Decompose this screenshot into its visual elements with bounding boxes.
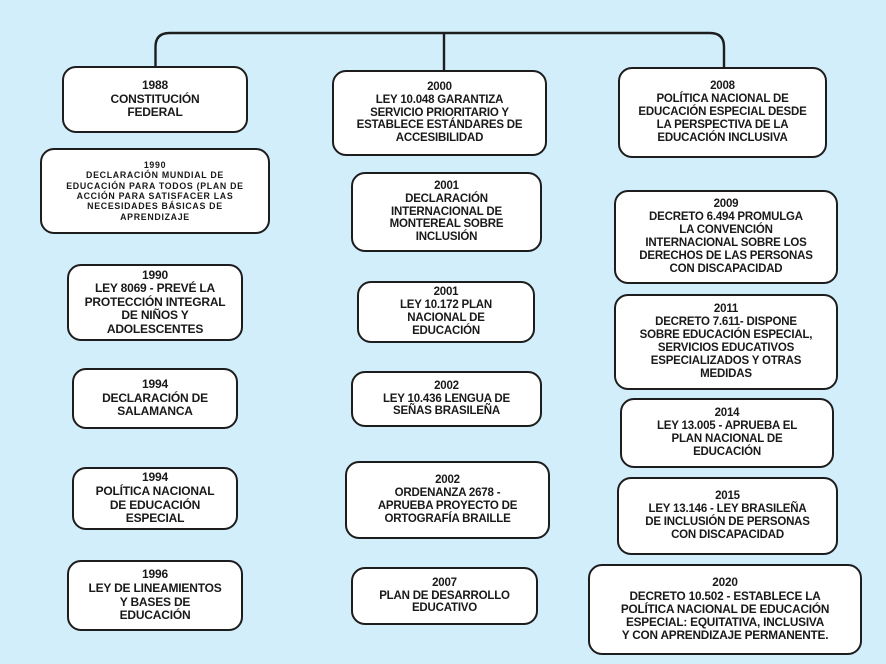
timeline-box-1994-politica-nacional: 1994 POLÍTICA NACIONAL DE EDUCACIÓN ESPE…: [72, 467, 238, 530]
box-year: 2001: [434, 179, 459, 192]
timeline-box-2002-ordenanza-2678: 2002 ORDENANZA 2678 - APRUEBA PROYECTO D…: [345, 461, 550, 539]
box-body: DECLARACIÓN INTERNACIONAL DE MONTEREAL S…: [389, 192, 504, 244]
timeline-box-2020-decreto-10502: 2020 DECRETO 10.502 - ESTABLECE LA POLÍT…: [588, 564, 862, 655]
box-body: CONSTITUCIÓN FEDERAL: [110, 91, 200, 120]
timeline-box-1996-ley-lineamientos: 1996 LEY DE LINEAMIENTOS Y BASES DE EDUC…: [67, 560, 243, 631]
box-year: 2007: [432, 576, 457, 589]
box-year: 2000: [427, 80, 452, 93]
box-body: LEY 8069 - PREVÉ LA PROTECCIÓN INTEGRAL …: [84, 281, 226, 336]
box-year: 2011: [713, 303, 739, 316]
timeline-box-2001-ley-10172: 2001 LEY 10.172 PLAN NACIONAL DE EDUCACI…: [357, 281, 535, 343]
timeline-box-2007-plan-desarrollo: 2007 PLAN DE DESARROLLO EDUCATIVO: [351, 567, 538, 625]
box-year: 2014: [714, 407, 740, 420]
box-body: DECLARACIÓN MUNDIAL DE EDUCACIÓN PARA TO…: [66, 170, 244, 222]
box-body: LEY 13.005 - APRUEBA EL PLAN NACIONAL DE…: [656, 420, 798, 458]
timeline-box-1994-salamanca: 1994 DECLARACIÓN DE SALAMANCA: [72, 368, 238, 429]
box-year: 1994: [142, 377, 168, 392]
timeline-box-2009-decreto-6494: 2009 DECRETO 6.494 PROMULGA LA CONVENCIÓ…: [614, 190, 838, 284]
timeline-box-2011-decreto-7611: 2011 DECRETO 7.611- DISPONE SOBRE EDUCAC…: [614, 294, 838, 390]
box-body: LEY 10.436 LENGUA DE SEÑAS BRASILEÑA: [382, 392, 511, 418]
box-year: 2002: [434, 379, 459, 392]
timeline-box-2002-lengua-senas: 2002 LEY 10.436 LENGUA DE SEÑAS BRASILEÑ…: [351, 371, 542, 427]
box-body: POLÍTICA NACIONAL DE EDUCACIÓN ESPECIAL …: [638, 93, 807, 144]
timeline-box-1990-ley-8069: 1990 LEY 8069 - PREVÉ LA PROTECCIÓN INTE…: [67, 264, 243, 341]
box-year: 1990: [143, 159, 167, 170]
timeline-box-2001-montereal: 2001 DECLARACIÓN INTERNACIONAL DE MONTER…: [351, 172, 542, 252]
box-year: 2001: [433, 286, 459, 299]
box-body: LEY 10.172 PLAN NACIONAL DE EDUCACIÓN: [399, 299, 493, 337]
box-year: 2015: [715, 490, 740, 503]
box-body: DECLARACIÓN DE SALAMANCA: [102, 390, 208, 419]
timeline-box-2000-ley-10048: 2000 LEY 10.048 GARANTIZA SERVICIO PRIOR…: [332, 70, 547, 156]
box-body: ORDENANZA 2678 - APRUEBA PROYECTO DE ORT…: [377, 487, 518, 525]
box-body: LEY 10.048 GARANTIZA SERVICIO PRIORITARI…: [356, 93, 523, 145]
box-year: 2002: [435, 474, 460, 487]
timeline-box-1990-declaracion-mundial: 1990 DECLARACIÓN MUNDIAL DE EDUCACIÓN PA…: [40, 148, 270, 234]
box-year: 1994: [142, 470, 168, 485]
box-year: 1996: [142, 567, 168, 582]
box-year: 1990: [142, 267, 168, 282]
box-year: 2020: [712, 575, 738, 590]
box-body: DECRETO 6.494 PROMULGA LA CONVENCIÓN INT…: [639, 211, 813, 275]
box-body: LEY DE LINEAMIENTOS Y BASES DE EDUCACIÓN: [88, 580, 222, 623]
box-body: PLAN DE DESARROLLO EDUCATIVO: [379, 589, 510, 615]
box-body: POLÍTICA NACIONAL DE EDUCACIÓN ESPECIAL: [95, 483, 215, 526]
timeline-box-2008-politica-nacional: 2008 POLÍTICA NACIONAL DE EDUCACIÓN ESPE…: [618, 67, 827, 158]
timeline-box-2015-ley-13146: 2015 LEY 13.146 - LEY BRASILEÑA DE INCLU…: [617, 477, 838, 555]
timeline-box-2014-ley-13005: 2014 LEY 13.005 - APRUEBA EL PLAN NACION…: [620, 398, 834, 468]
box-year: 2009: [713, 198, 739, 211]
box-body: DECRETO 7.611- DISPONE SOBRE EDUCACIÓN E…: [639, 316, 813, 380]
box-year: 2008: [710, 80, 735, 93]
timeline-box-1988-constitucion: 1988 CONSTITUCIÓN FEDERAL: [62, 66, 248, 133]
box-body: DECRETO 10.502 - ESTABLECE LA POLÍTICA N…: [620, 588, 830, 643]
box-year: 1988: [142, 78, 168, 93]
box-body: LEY 13.146 - LEY BRASILEÑA DE INCLUSIÓN …: [645, 503, 810, 541]
